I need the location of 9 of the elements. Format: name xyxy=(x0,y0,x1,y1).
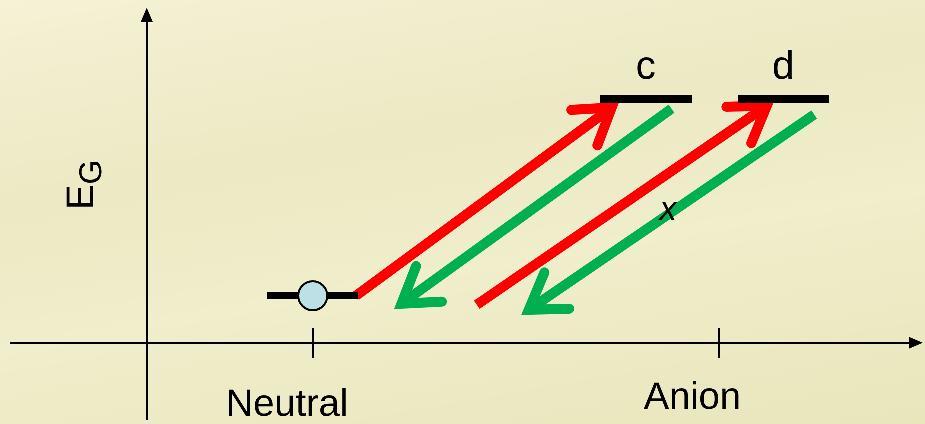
level-label: d xyxy=(771,44,796,88)
arrow xyxy=(474,100,772,310)
axis-category-label: Anion xyxy=(644,378,742,416)
level-label: c xyxy=(635,44,657,88)
arrow xyxy=(524,110,818,315)
arrow xyxy=(396,104,675,309)
arrow xyxy=(353,102,617,300)
axis-category-label: Neutral xyxy=(226,385,348,423)
neutral-level-with-electron xyxy=(267,280,358,312)
